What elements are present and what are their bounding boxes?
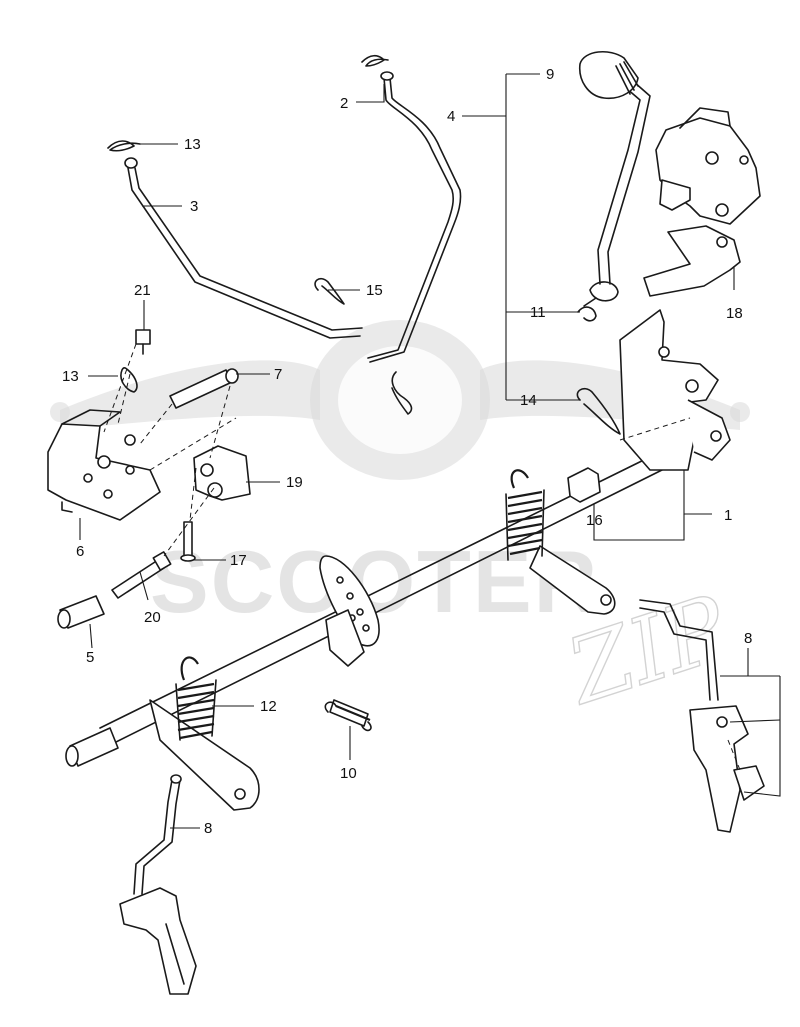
part-7-pin [169,368,239,409]
part-13-clip-lower [120,367,138,393]
part-16-nut [567,467,601,503]
callout-18: 18 [726,305,743,322]
part-17-pin [180,521,196,562]
callout-16: 16 [586,512,603,529]
alignment-dashes [103,343,741,771]
part-6-bracket [47,409,161,521]
callout-20: 20 [144,609,161,626]
callout-21: 21 [134,282,151,299]
callout-labels: 1 2 3 4 5 6 7 8 8 9 10 11 12 13 13 14 15… [62,66,752,837]
part-19-bracket [193,445,251,501]
part-2-rod [361,54,462,363]
part-14-clip [576,387,621,435]
callout-13-lower: 13 [62,368,79,385]
callout-14: 14 [520,392,537,409]
part-9-knob [579,51,639,100]
spring-12-coils [175,656,217,741]
part-4-lever-assembly [579,51,651,307]
part-12-spring-lever [149,656,260,811]
part-10-spring [324,699,372,732]
callout-9: 9 [546,66,554,83]
part-1-bracket-housing [619,309,731,471]
callout-1: 1 [724,507,732,524]
center-plate [319,555,380,667]
callout-12: 12 [260,698,277,715]
part-21-bolt [135,329,151,355]
leader-lines [79,73,781,829]
callout-15: 15 [366,282,383,299]
callout-7: 7 [274,366,282,383]
watermark-logo-emblem [50,320,750,480]
callout-8-right: 8 [744,630,752,647]
callout-8-left: 8 [204,820,212,837]
callout-4: 4 [447,108,455,125]
part-8-left-linkage [119,774,197,995]
part-11-clip [577,306,597,322]
callout-6: 6 [76,543,84,560]
part-5-sleeve [57,595,105,629]
clip-near-rod-2 [391,371,413,415]
callout-5: 5 [86,649,94,666]
callout-10: 10 [340,765,357,782]
callout-3: 3 [190,198,198,215]
part-15-clip [314,277,345,305]
callout-19: 19 [286,474,303,491]
part-8-right-linkage [639,599,765,833]
callout-2: 2 [340,95,348,112]
right-spring-lever [505,469,616,615]
part-3-rod [107,140,363,339]
callout-17: 17 [230,552,247,569]
callout-13-top: 13 [184,136,201,153]
part-20-bolt [111,551,172,599]
callout-11: 11 [530,304,546,321]
part-18-assembly [643,107,761,297]
